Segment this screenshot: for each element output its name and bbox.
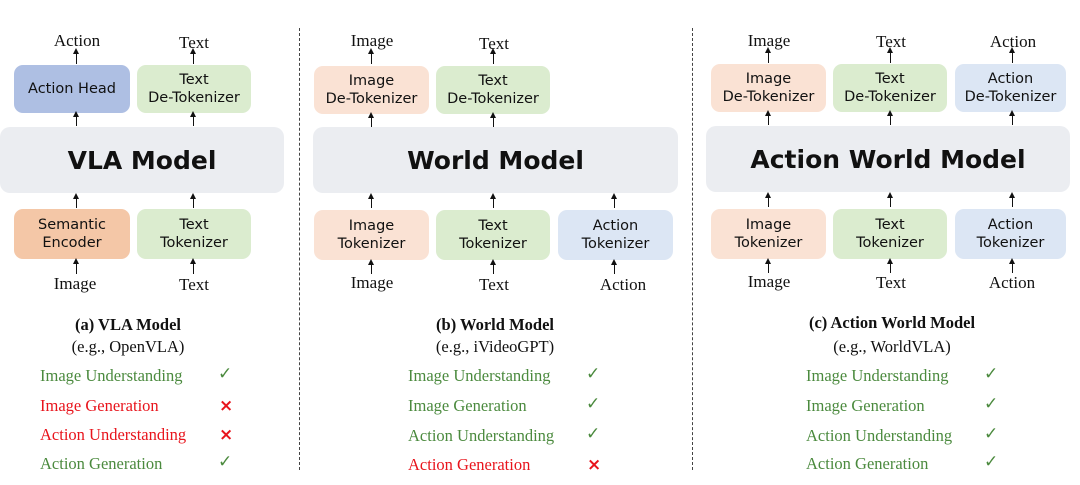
text-detokenizer-box: Text De-Tokenizer (137, 65, 251, 113)
arrow-icon (609, 193, 618, 208)
check-icon: ✓ (586, 364, 601, 384)
arrow-icon (188, 111, 197, 126)
check-icon: ✓ (586, 394, 601, 414)
arrow-icon (763, 110, 772, 125)
arrow-icon (366, 193, 375, 208)
arrow-icon (1007, 110, 1016, 125)
arrow-icon (885, 110, 894, 125)
text-tokenizer-box: Text Tokenizer (436, 210, 550, 260)
panel-caption: (b) World Model (436, 315, 554, 334)
arrow-icon (1007, 192, 1016, 207)
arrow-icon (71, 48, 80, 64)
capability-action-generation: Action Generation (40, 454, 163, 473)
check-icon: ✓ (218, 364, 233, 384)
cross-icon: × (219, 425, 234, 445)
input-label-text: Text (479, 275, 509, 294)
arrow-icon (488, 48, 497, 64)
capability-image-generation: Image Generation (40, 396, 159, 415)
output-label-text: Text (179, 33, 209, 52)
panel-example: (e.g., WorldVLA) (833, 337, 951, 356)
text-tokenizer-box: Text Tokenizer (137, 209, 251, 259)
capability-image-understanding: Image Understanding (408, 366, 551, 385)
arrow-icon (366, 48, 375, 64)
check-icon: ✓ (586, 424, 601, 444)
capability-action-understanding: Action Understanding (408, 426, 555, 445)
arrow-icon (71, 111, 80, 126)
semantic-encoder-box: Semantic Encoder (14, 209, 130, 259)
output-label-action: Action (53, 31, 101, 50)
capability-image-generation: Image Generation (408, 396, 527, 415)
arrow-icon (763, 192, 772, 207)
capability-image-understanding: Image Understanding (40, 366, 183, 385)
output-label-image: Image (747, 31, 791, 50)
arrow-icon (366, 259, 375, 274)
panel-divider (299, 28, 300, 470)
arrow-icon (188, 258, 197, 274)
output-label-image: Image (350, 31, 394, 50)
input-label-action: Action (988, 273, 1036, 292)
input-label-image: Image (747, 272, 791, 291)
text-tokenizer-box: Text Tokenizer (833, 209, 947, 259)
action-tokenizer-box: Action Tokenizer (955, 209, 1066, 259)
arrow-icon (366, 112, 375, 127)
arrow-icon (763, 258, 772, 273)
action-tokenizer-box: Action Tokenizer (558, 210, 673, 260)
panel-divider (692, 28, 693, 470)
arrow-icon (885, 192, 894, 207)
input-label-text: Text (876, 273, 906, 292)
arrow-icon (488, 112, 497, 127)
arrow-icon (1007, 47, 1016, 63)
capability-action-generation: Action Generation (408, 455, 531, 474)
capability-image-generation: Image Generation (806, 396, 925, 415)
capability-image-understanding: Image Understanding (806, 366, 949, 385)
panel-example: (e.g., OpenVLA) (71, 337, 185, 356)
vla-model-block: VLA Model (0, 127, 284, 193)
arrow-icon (885, 258, 894, 273)
input-label-action: Action (599, 275, 647, 294)
check-icon: ✓ (984, 364, 999, 384)
image-detokenizer-box: Image De-Tokenizer (711, 64, 826, 112)
capability-action-understanding: Action Understanding (40, 425, 187, 444)
input-label-text: Text (179, 275, 209, 294)
check-icon: ✓ (984, 424, 999, 444)
action-head-box: Action Head (14, 65, 130, 113)
output-label-action: Action (989, 32, 1037, 51)
check-icon: ✓ (218, 452, 233, 472)
action-detokenizer-box: Action De-Tokenizer (955, 64, 1066, 112)
arrow-icon (188, 193, 197, 208)
text-detokenizer-box: Text De-Tokenizer (833, 64, 947, 112)
image-detokenizer-box: Image De-Tokenizer (314, 66, 429, 114)
arrow-icon (1007, 258, 1016, 273)
input-label-image: Image (53, 274, 97, 293)
arrow-icon (763, 47, 772, 63)
arrow-icon (71, 258, 80, 274)
arrow-icon (885, 47, 894, 63)
cross-icon: × (219, 396, 234, 416)
arrow-icon (488, 259, 497, 274)
panel-caption: (a) VLA Model (74, 315, 182, 334)
arrow-icon (71, 193, 80, 208)
check-icon: ✓ (984, 394, 999, 414)
arrow-icon (488, 193, 497, 208)
text-detokenizer-box: Text De-Tokenizer (436, 66, 550, 114)
panel-world-model: Image Text Image De-Tokenizer Text De-To… (313, 31, 678, 475)
capability-action-generation: Action Generation (806, 454, 929, 473)
arrow-icon (188, 48, 197, 64)
output-label-text: Text (479, 34, 509, 53)
image-tokenizer-box: Image Tokenizer (711, 209, 826, 259)
capability-action-understanding: Action Understanding (806, 426, 953, 445)
panel-example: (e.g., iVideoGPT) (435, 337, 555, 356)
check-icon: ✓ (984, 452, 999, 472)
arrow-icon (609, 259, 618, 274)
world-model-block: World Model (313, 127, 678, 193)
output-label-text: Text (876, 32, 906, 51)
panel-caption: (c) Action World Model (808, 313, 976, 332)
input-label-image: Image (350, 273, 394, 292)
image-tokenizer-box: Image Tokenizer (314, 210, 429, 260)
cross-icon: × (587, 455, 602, 475)
action-world-model-block: Action World Model (706, 126, 1070, 192)
panel-vla-model: Action Text Action Head Text De-Tokenize… (0, 0, 290, 485)
